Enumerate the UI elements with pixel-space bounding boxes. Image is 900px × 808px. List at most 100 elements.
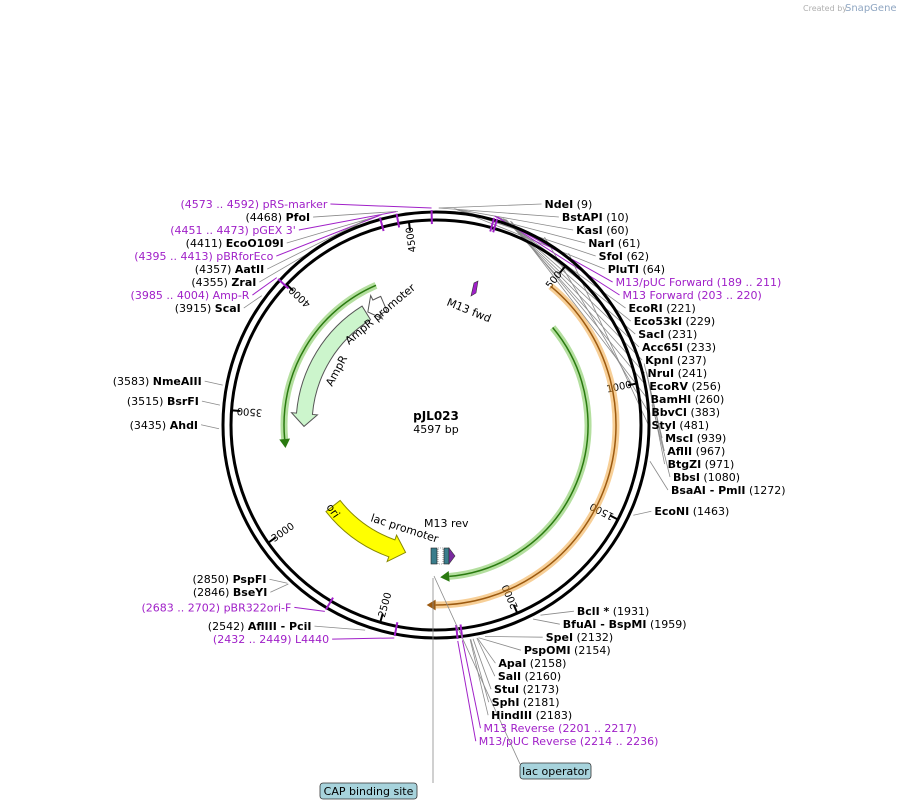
afliii-pcii-label[interactable]: (2542) AflIII - PciI — [208, 620, 312, 633]
m13-rev-label: M13 rev — [424, 517, 469, 530]
cap-binding-site-label: CAP binding site — [324, 785, 414, 798]
scai-leader — [243, 295, 262, 309]
ruler-tick-label: 3500 — [236, 405, 262, 418]
aflii-label[interactable]: AflII (967) — [667, 445, 725, 458]
stui-label[interactable]: StuI (2173) — [494, 683, 559, 696]
ahdi-label[interactable]: (3435) AhdI — [130, 419, 198, 432]
m13-puc-fwd-label[interactable]: M13/pUC Forward (189 .. 211) — [616, 276, 782, 289]
bamhi-leader — [511, 221, 648, 400]
pluti-label[interactable]: PluTI (64) — [608, 263, 665, 276]
cap-binding-site-box[interactable]: CAP binding site — [319, 578, 434, 800]
ori-arrow[interactable] — [325, 499, 407, 563]
msci-label[interactable]: MscI (939) — [665, 432, 726, 445]
apai-leader — [477, 637, 496, 664]
green-orf-feature[interactable] — [440, 325, 592, 582]
afliii-pcii-leader — [314, 625, 366, 631]
l4440-label[interactable]: (2432 .. 2449) L4440 — [213, 633, 329, 646]
nmeaiii-label[interactable]: (3583) NmeAIII — [113, 375, 202, 388]
m13-rev-primer-label[interactable]: M13 Reverse (2201 .. 2217) — [483, 722, 636, 735]
prs-marker-label[interactable]: (4573 .. 4592) pRS-marker — [181, 198, 328, 211]
pgex3-label[interactable]: (4451 .. 4473) pGEX 3' — [170, 224, 296, 237]
credit-prefix: Created by — [803, 4, 847, 13]
pspomi-leader — [478, 637, 521, 651]
btgzi-label[interactable]: BtgZI (971) — [668, 458, 735, 471]
bsaai-pmli-leader — [649, 461, 669, 491]
lac-operator-box[interactable]: lac operator — [433, 575, 592, 780]
pfoi-leader — [313, 210, 398, 218]
aatii-label[interactable]: (4357) AatII — [195, 263, 264, 276]
pbrforeco-label[interactable]: (4395 .. 4413) pBRforEco — [134, 250, 273, 263]
pfoi-label[interactable]: (4468) PfoI — [246, 211, 311, 224]
ecoo109i-label[interactable]: (4411) EcoO109I — [186, 237, 284, 250]
pspomi-label[interactable]: PspOMI (2154) — [524, 644, 611, 657]
bbsi-label[interactable]: BbsI (1080) — [673, 471, 740, 484]
ruler-tick — [512, 604, 519, 615]
ndei-label[interactable]: NdeI (9) — [545, 198, 593, 211]
stui-leader — [472, 638, 492, 690]
bcli-label[interactable]: BclI * (1931) — [577, 605, 649, 618]
primer-mark — [455, 624, 459, 640]
eco53ki-label[interactable]: Eco53kI (229) — [634, 315, 715, 328]
sali-leader — [476, 637, 496, 677]
prs-marker-leader — [330, 203, 432, 209]
pbrforeco-leader — [276, 215, 380, 257]
hindiii-label[interactable]: HindIII (2183) — [491, 709, 572, 722]
primer-mark — [378, 217, 385, 232]
zrai-label[interactable]: (4355) ZraI — [191, 276, 256, 289]
nmeaiii-leader — [204, 380, 223, 386]
ampr-block-arrow[interactable] — [290, 305, 372, 428]
sali-label[interactable]: SalI (2160) — [498, 670, 561, 683]
ruler-tick — [285, 283, 294, 292]
bbvci-label[interactable]: BbvCI (383) — [651, 406, 720, 419]
ruler-tick — [407, 220, 412, 231]
apai-label[interactable]: ApaI (2158) — [498, 657, 566, 670]
bseyi-label[interactable]: (2846) BseYI — [193, 586, 268, 599]
m13-puc-rev-label[interactable]: M13/pUC Reverse (2214 .. 2236) — [479, 735, 659, 748]
ampr-promoter-arrow[interactable] — [367, 293, 388, 320]
sphi-label[interactable]: SphI (2181) — [492, 696, 560, 709]
saci-leader — [503, 218, 636, 335]
bstapi-label[interactable]: BstAPI (10) — [562, 211, 629, 224]
bcli-leader — [540, 610, 574, 616]
primer-mark — [492, 218, 499, 233]
bsaai-pmli-label[interactable]: BsaAI - PmlI (1272) — [671, 484, 786, 497]
acc65i-label[interactable]: Acc65I (233) — [642, 341, 716, 354]
leader-lines — [200, 203, 671, 742]
pbr322ori-f-leader — [294, 606, 325, 612]
m13-fwd-label[interactable]: M13 Forward (203 .. 220) — [623, 289, 762, 302]
kpni-label[interactable]: KpnI (237) — [645, 354, 706, 367]
primer-mark — [393, 622, 399, 637]
spei-label[interactable]: SpeI (2132) — [546, 631, 613, 644]
econi-label[interactable]: EcoNI (1463) — [654, 505, 729, 518]
pbr322ori-f-label[interactable]: (2683 .. 2702) pBR322ori-F — [142, 601, 292, 614]
ruler-tick — [558, 264, 567, 274]
ecorv-leader — [510, 220, 647, 387]
ecorv-label[interactable]: EcoRV (256) — [649, 380, 721, 393]
ampr-feature[interactable] — [279, 282, 378, 449]
ruler-tick — [230, 409, 241, 413]
pspfi-label[interactable]: (2850) PspFI — [192, 573, 266, 586]
ecori-label[interactable]: EcoRI (221) — [629, 302, 696, 315]
bsrfi-label[interactable]: (3515) BsrFI — [127, 395, 199, 408]
ruler-tick — [266, 536, 277, 545]
bfuai-bspmi-label[interactable]: BfuAI - BspMI (1959) — [563, 618, 687, 631]
nari-label[interactable]: NarI (61) — [588, 237, 640, 250]
amp-r-label[interactable]: (3985 .. 4004) Amp-R — [131, 289, 250, 302]
saci-label[interactable]: SacI (231) — [638, 328, 697, 341]
bamhi-label[interactable]: BamHI (260) — [651, 393, 725, 406]
kasi-label[interactable]: KasI (60) — [576, 224, 629, 237]
nrui-label[interactable]: NruI (241) — [648, 367, 708, 380]
primer-mark — [489, 217, 496, 232]
ruler-tick-label: 3000 — [270, 521, 297, 545]
primer-marks — [277, 210, 499, 640]
pgex3-leader — [298, 211, 397, 231]
ruler-tick-label: 4500 — [405, 226, 419, 253]
scai-label[interactable]: (3915) ScaI — [175, 302, 241, 315]
pspfi-leader — [269, 578, 288, 584]
sphi-leader — [470, 639, 490, 703]
sfoi-label[interactable]: SfoI (62) — [599, 250, 649, 263]
primer-mark — [277, 278, 290, 290]
ahdi-leader — [200, 424, 220, 430]
plasmid-length: 4597 bp — [413, 423, 458, 436]
styi-label[interactable]: StyI (481) — [651, 419, 709, 432]
